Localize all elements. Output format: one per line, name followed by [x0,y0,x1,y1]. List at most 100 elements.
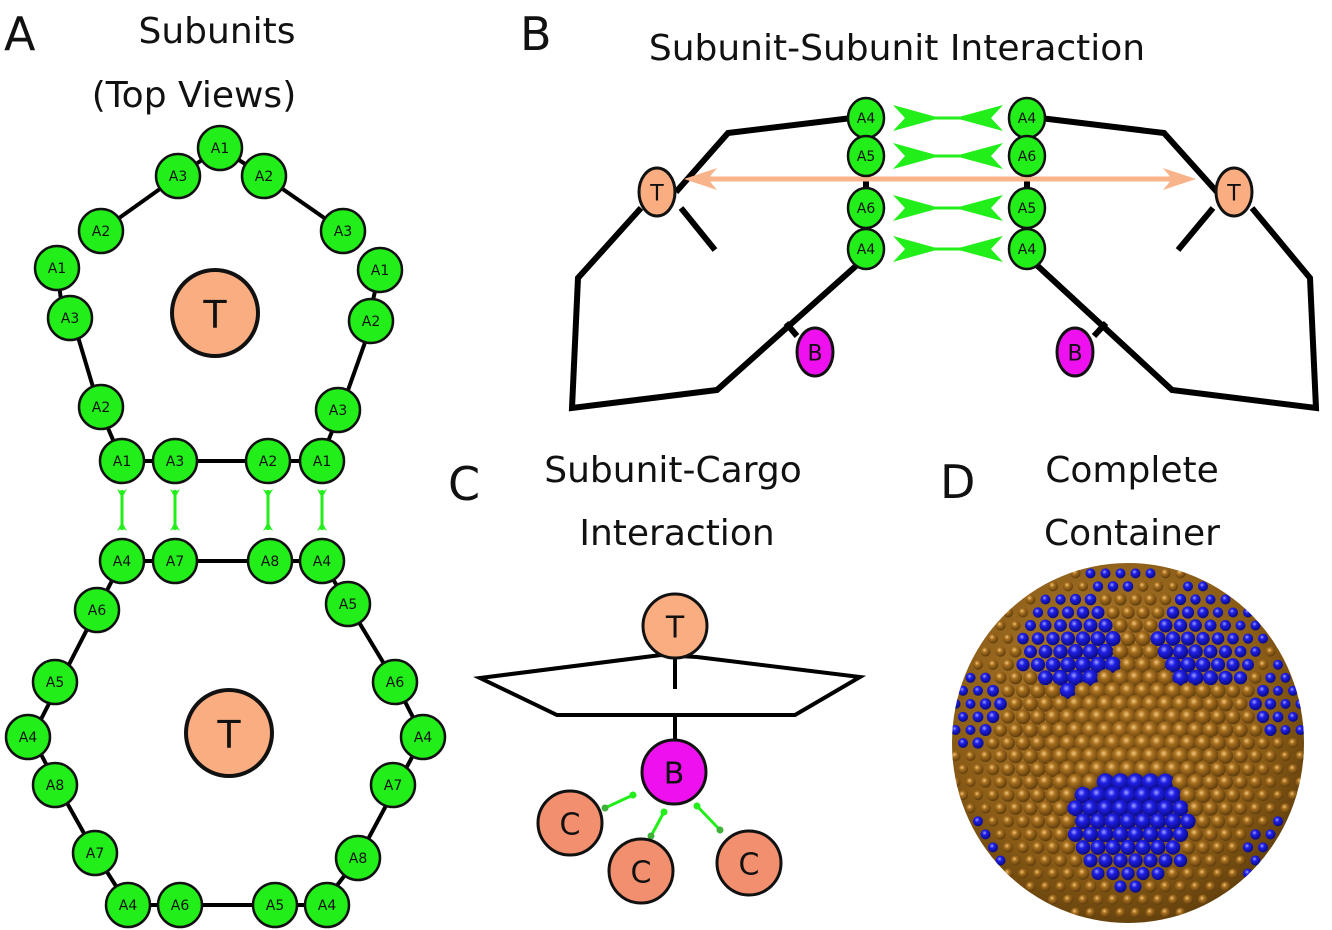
hexamer-bead [1048,894,1058,905]
panel-c-title-line2: Interaction [579,513,774,554]
hexamer-bead [1074,760,1092,778]
hexamer-bead [1195,787,1211,804]
bead-label: A1 [211,141,229,157]
pentamer-bead [1172,800,1189,817]
hexamer-bead [1120,631,1136,647]
hexamer-bead [993,723,1008,737]
bead-a3: A3 [151,437,199,485]
pentamer-bead [1075,840,1091,855]
t-bead [170,268,260,358]
pentamer-bead [1091,867,1105,880]
pentamer-bead [1089,813,1107,830]
hexamer-bead [1023,774,1038,790]
pentamer-bead [1180,631,1196,646]
pentamer-bead [1142,799,1159,817]
hexamer-bead [1164,760,1182,778]
bead-a8: A8 [246,537,294,585]
hexamer-bead [1002,658,1014,671]
hexamer-bead [1089,682,1107,700]
hexamer-bead [1181,867,1195,880]
hexamer-bead [1187,695,1204,713]
c-label: C [631,856,652,891]
pentamer-bead [1280,725,1291,735]
pentamer-bead [965,672,976,683]
hexamer-bead [1152,581,1164,592]
hexamer-bead [1160,568,1171,579]
pentamer-bead [1114,880,1127,893]
hexamer-bead [1241,710,1255,724]
hexamer-bead [1194,734,1212,752]
pentamer-bead [1264,698,1277,710]
bead-label: A5 [46,675,64,691]
hexamer-bead [1225,683,1241,698]
hexamer-bead [1044,734,1062,752]
bead-label: A7 [166,554,184,570]
hexamer-bead [1142,669,1159,687]
bead-a4: A4 [104,881,152,929]
hexamer-bead [1069,880,1082,893]
pentamer-bead [1198,581,1208,592]
pentamer-bead [1068,618,1083,633]
hexamer-bead [1018,868,1028,879]
hexamer-bead [1219,827,1232,841]
bead-label: A2 [92,224,110,240]
panel-a-title-line1: Subunits [138,11,295,52]
bead-a7: A7 [369,761,417,809]
bead-label: A8 [46,778,64,794]
hexamer-bead [1134,708,1152,726]
cargo-interaction-links [601,791,724,840]
pentamer-bead [1203,644,1218,659]
pentamer-bead [1142,826,1159,843]
hexamer-bead [958,764,968,775]
hexamer-bead [988,633,998,644]
hexamer-bead [965,777,976,788]
pentamer-bead [1250,620,1261,631]
pentamer-bead [1082,669,1099,687]
hexamer-bead [1126,695,1145,713]
hexamer-bead [1008,748,1023,764]
panel-b: B Subunit-Subunit Interaction A4A5A6A4A4… [520,7,1320,412]
hexamer-bead [1126,747,1145,765]
pentamer-bead [1218,670,1233,685]
bead-label: A7 [384,778,402,794]
bead-a4: A4 [846,96,886,140]
bead-label: A6 [171,898,190,914]
hexamer-bead [1257,816,1269,827]
panel-d-title-line2: Container [1044,513,1220,554]
pentamer-bead [1227,632,1239,645]
hexamer-bead [1187,721,1204,739]
panel-letter-a: A [4,7,36,61]
hexamer-bead [1111,747,1130,765]
pentamer-bead [1288,711,1298,722]
pentamer-bead [1067,800,1084,817]
bead-a5: A5 [846,134,886,178]
hexamer-bead [1210,735,1226,751]
hexamer-bead [1272,763,1284,775]
pentamer-bead [1119,786,1137,804]
hexamer-bead [1129,593,1142,606]
hexamer-bead [1257,789,1269,802]
hexamer-bead [1119,656,1137,673]
hexamer-bead [1031,841,1045,854]
bead-a2: A2 [240,152,288,200]
pentamer-bead [1082,800,1099,817]
pentamer-bead [1105,631,1121,647]
hexamer-bead [965,751,976,761]
hexamer-bead [1059,734,1077,752]
pentamer-bead [972,711,984,723]
pentamer-bead [958,738,968,748]
bead-a6: A6 [156,881,204,929]
b-label: B [664,757,685,792]
pentamer-bead [1075,813,1091,830]
pentamer-bead [1054,619,1067,632]
hexamer-bead [1157,669,1174,687]
hexamer-bead [1272,737,1284,749]
hexamer-bead [1156,695,1175,713]
cargo-bead: C [536,789,604,857]
hexamer-bead [987,789,999,802]
bead-a2: A2 [77,207,125,255]
hexamer-bead [1149,656,1167,673]
hexamer-bead [1202,696,1219,712]
pentamer-bead [979,724,992,736]
